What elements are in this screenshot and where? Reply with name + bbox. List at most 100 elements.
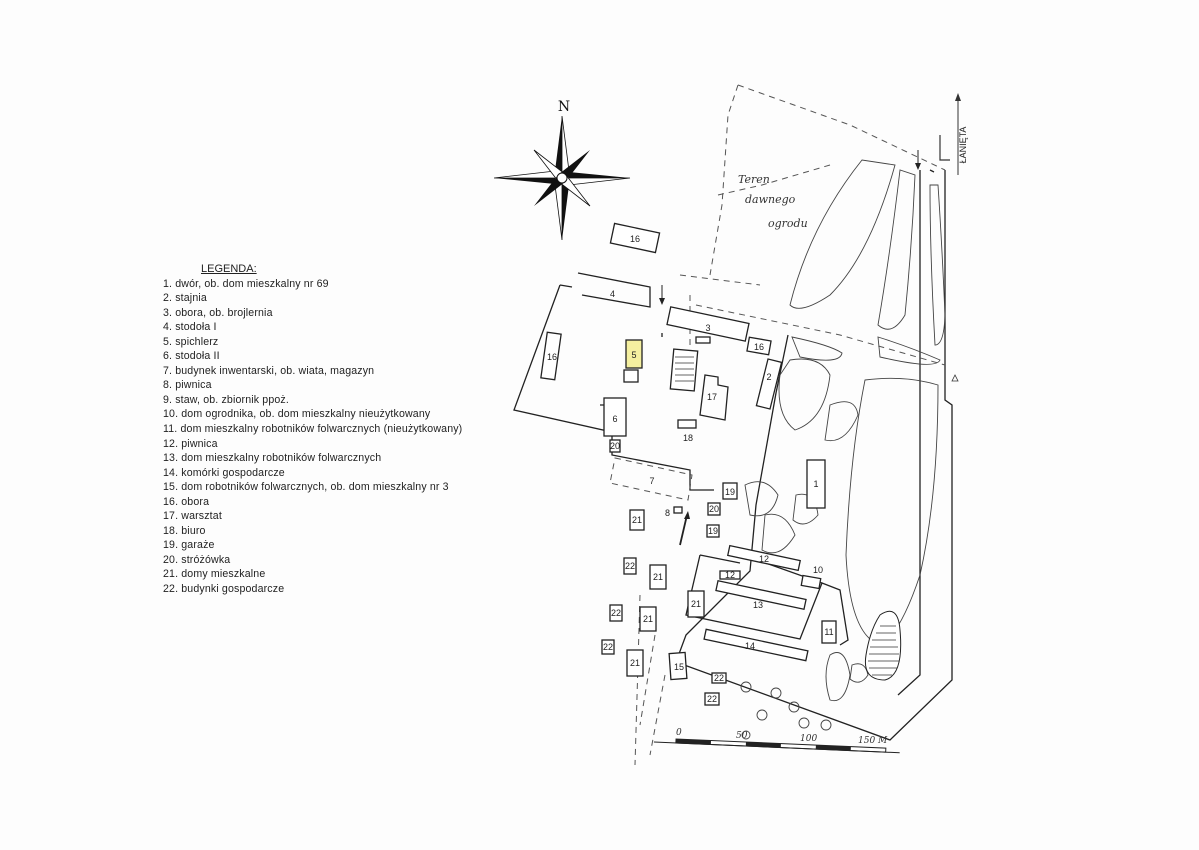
- legend-item: 11. dom mieszkalny robotników folwarczny…: [163, 423, 463, 436]
- svg-text:5: 5: [631, 350, 636, 360]
- svg-text:22: 22: [625, 561, 635, 571]
- svg-text:14: 14: [745, 641, 755, 651]
- legend-item: 6. stodoła II: [163, 350, 220, 363]
- access-arrows: [659, 150, 921, 546]
- legend-item: 18. biuro: [163, 524, 206, 537]
- svg-text:21: 21: [630, 658, 640, 668]
- map-legend: LEGENDA: 1. dwór, ob. dom mieszkalny nr …: [163, 262, 462, 597]
- outbuilding-22: 22: [623, 557, 637, 575]
- building-15: 15: [668, 651, 688, 681]
- house-21: 21: [626, 649, 644, 677]
- garden-label: Teren dawnego ogrodu: [738, 173, 808, 230]
- legend-item: 8. piwnica: [163, 379, 212, 392]
- svg-text:16: 16: [547, 352, 557, 362]
- building-hatched-yard: [669, 348, 699, 392]
- house-21: 21: [639, 606, 657, 632]
- svg-text:7: 7: [649, 476, 654, 486]
- outbuilding-22: 22: [711, 672, 727, 684]
- yard-outline: [513, 284, 613, 433]
- svg-text:19: 19: [708, 526, 718, 536]
- svg-text:20: 20: [709, 504, 719, 514]
- svg-text:17: 17: [707, 392, 717, 402]
- legend-item: 1. dwór, ob. dom mieszkalny nr 69: [163, 277, 329, 290]
- legend-item: 19. garaże: [163, 539, 215, 552]
- pond: [864, 610, 902, 681]
- legend-item: 2. stajnia: [163, 292, 207, 305]
- estate-site-plan: ŁANIĘTA Teren dawnego ogrodu: [513, 84, 968, 766]
- house-21: 21: [687, 590, 705, 618]
- legend-item: 3. obora, ob. brojlernia: [163, 306, 273, 319]
- building-16-left: 16: [540, 331, 562, 381]
- scale-label-150: 150 M: [858, 736, 888, 746]
- building-1-manor: 1: [806, 459, 826, 509]
- svg-text:21: 21: [643, 614, 653, 624]
- svg-text:2: 2: [766, 372, 771, 382]
- building-10: 10: [800, 565, 823, 590]
- building-19-top: 19: [722, 482, 738, 500]
- svg-text:16: 16: [754, 342, 764, 352]
- legend-item: 21. domy mieszkalne: [163, 568, 266, 581]
- legend-item: 17. warsztat: [163, 510, 222, 523]
- legend-item: 9. staw, ob. zbiornik ppoż.: [163, 393, 289, 406]
- building-5-granary: 5: [623, 339, 643, 383]
- legend-item: 4. stodoła I: [163, 321, 217, 334]
- svg-text:11: 11: [824, 627, 833, 637]
- house-21: 21: [629, 509, 645, 531]
- road-label: ŁANIĘTA: [958, 127, 968, 164]
- svg-text:22: 22: [707, 694, 717, 704]
- svg-text:20: 20: [610, 441, 620, 451]
- svg-text:15: 15: [674, 662, 684, 672]
- compass-rose-icon: N: [494, 99, 631, 241]
- building-4: 4: [577, 272, 651, 308]
- park-trees: [740, 159, 946, 740]
- building-18: 18: [677, 419, 697, 443]
- legend-item: 5. spichlerz: [163, 335, 219, 348]
- building-14: 14: [703, 628, 809, 662]
- building-12-lower: 12: [719, 570, 741, 580]
- svg-text:22: 22: [603, 642, 613, 652]
- scale-label-50: 50: [736, 731, 748, 741]
- outbuilding-22: 22: [704, 692, 720, 706]
- svg-text:21: 21: [632, 515, 642, 525]
- outbuilding-22: 22: [609, 604, 623, 622]
- svg-text:4: 4: [610, 289, 615, 299]
- legend-item: 10. dom ogrodnika, ob. dom mieszkalny ni…: [163, 408, 431, 421]
- building-6: 6: [603, 397, 627, 437]
- svg-text:8: 8: [665, 508, 670, 518]
- building-16-right: 16: [746, 336, 772, 356]
- legend-item: 20. stróżówka: [163, 553, 231, 566]
- legend-item: 15. dom robotników folwarcznych, ob. dom…: [163, 481, 449, 494]
- outbuilding-22: 22: [601, 639, 615, 655]
- svg-text:Teren: Teren: [738, 173, 770, 186]
- svg-text:18: 18: [683, 433, 693, 443]
- svg-text:3: 3: [705, 323, 710, 333]
- building-13: 13: [715, 579, 807, 611]
- svg-text:19: 19: [725, 487, 735, 497]
- scale-bar: 0 50 100 150 M: [653, 728, 900, 754]
- building-7: 7: [609, 457, 693, 501]
- house-21: 21: [649, 564, 667, 590]
- svg-text:21: 21: [653, 572, 663, 582]
- svg-text:16: 16: [630, 234, 640, 244]
- road-marker: ŁANIĘTA: [939, 93, 968, 382]
- scale-label-100: 100: [800, 734, 817, 744]
- building-20: 20: [609, 439, 621, 453]
- building-3: 3: [666, 306, 750, 344]
- svg-text:1: 1: [813, 479, 818, 489]
- svg-text:21: 21: [691, 599, 701, 609]
- building-8-cellar: 8: [665, 506, 683, 518]
- building-11: 11: [821, 620, 837, 644]
- building-16-top: 16: [609, 222, 661, 254]
- legend-item: 14. komórki gospodarcze: [163, 466, 285, 479]
- scale-label-0: 0: [676, 728, 682, 738]
- legend-item: 22. budynki gospodarcze: [163, 583, 285, 596]
- building-20-lower: 20: [707, 502, 721, 516]
- building-2: 2: [755, 358, 783, 410]
- legend-item: 13. dom mieszkalny robotników folwarczny…: [163, 452, 382, 465]
- legend-title: LEGENDA:: [201, 263, 257, 275]
- north-label: N: [558, 99, 570, 115]
- svg-text:dawnego: dawnego: [745, 193, 796, 206]
- svg-text:13: 13: [753, 600, 763, 610]
- legend-item: 12. piwnica: [163, 437, 218, 450]
- svg-text:22: 22: [611, 608, 621, 618]
